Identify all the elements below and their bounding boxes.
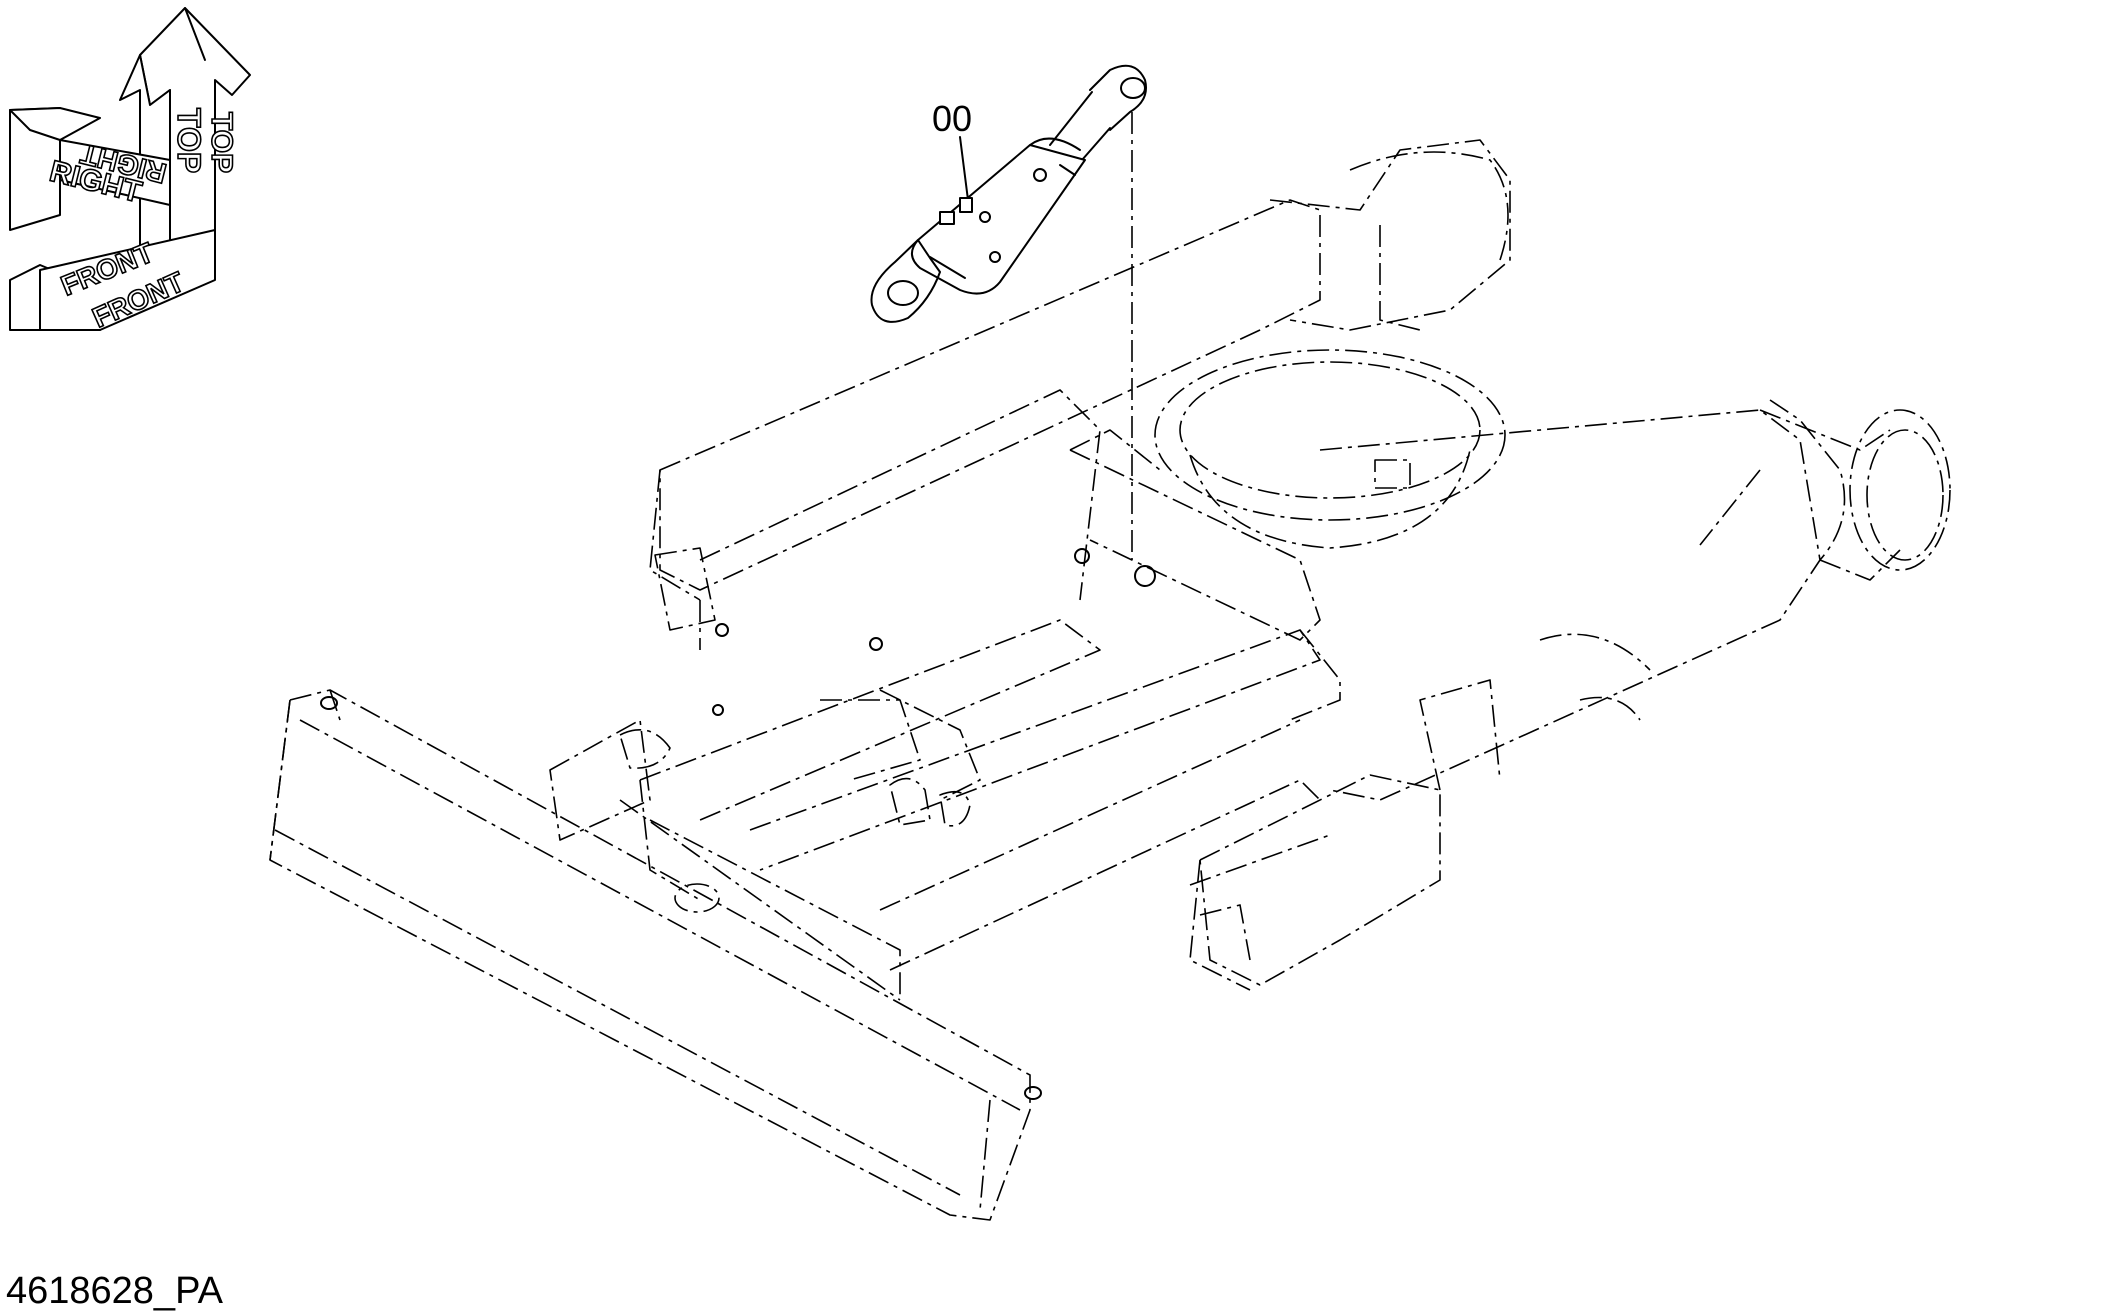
drawing-id: 4618628_PA (6, 1270, 224, 1312)
callout-00-label: 00 (932, 98, 972, 139)
top-label: TOP (171, 108, 207, 173)
orientation-arrow-symbol: TOP TOP RIGHT RIGHT FRONT FRONT (9, 7, 251, 334)
callout-00: 00 (932, 98, 972, 201)
top-label-2: TOP (205, 112, 238, 173)
hydraulic-cylinder (870, 64, 1147, 323)
front-arrow-icon: FRONT FRONT (9, 229, 216, 334)
dozer-blade (269, 689, 1042, 1221)
undercarriage-frame (549, 139, 1951, 1001)
